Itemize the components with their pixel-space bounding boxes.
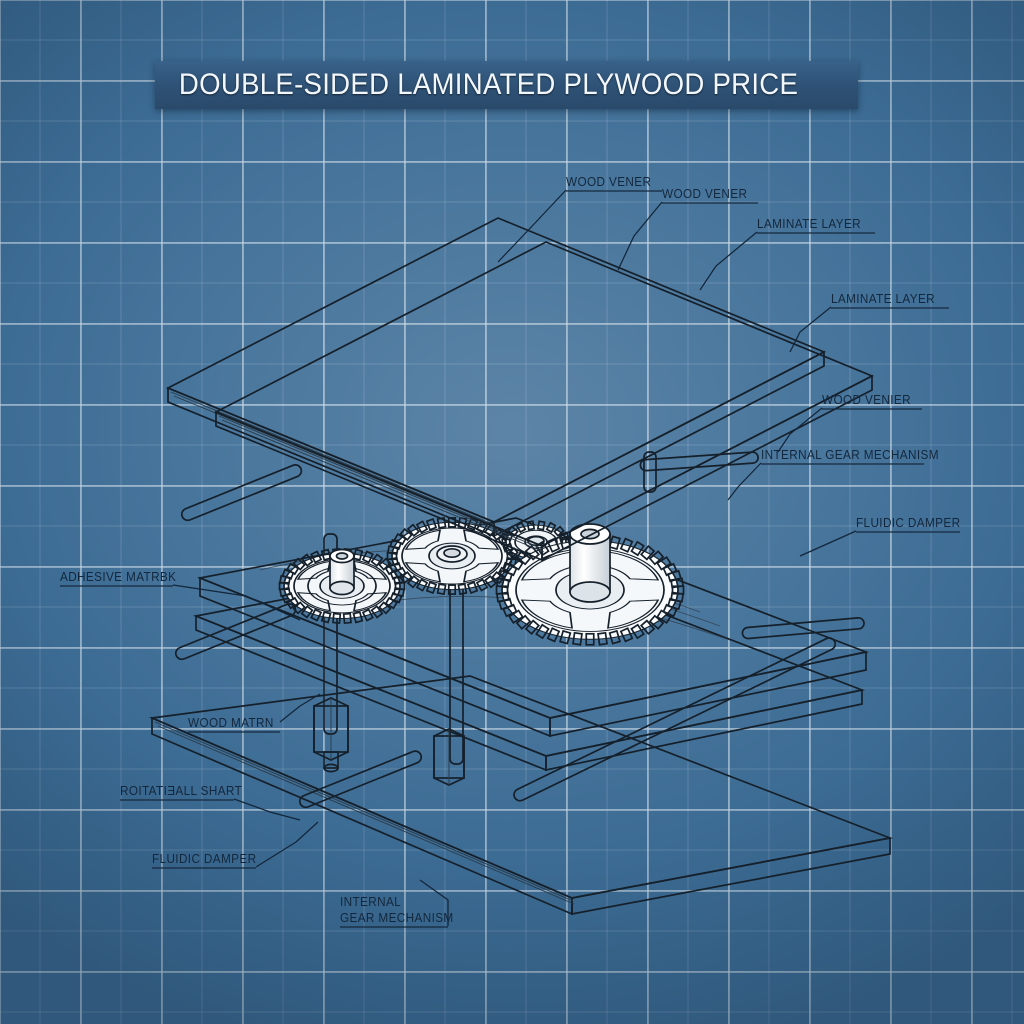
rod-mid-right — [741, 616, 865, 640]
callout-layer: WOOD VENER WOOD VENER LAMINATE LAYER LAMINA… — [60, 175, 960, 928]
rod-mid-left — [174, 603, 297, 661]
title-plate: DOUBLE-SIDED LAMINATED PLYWOOD PRICE — [155, 61, 858, 109]
rod-lower-right — [513, 637, 837, 802]
callout-label-wood-vener-1: WOOD VENER — [566, 175, 651, 189]
callout-label-internal-gear-bottom-1: INTERNAL — [340, 895, 401, 909]
callout-label-internal-gear-bottom-2: GEAR MECHANISM — [340, 911, 454, 925]
layer-top-laminate-plate — [213, 241, 875, 562]
callout-label-laminate-layer-1: LAMINATE LAYER — [757, 217, 861, 231]
layer-bottom-base-plate — [148, 675, 894, 916]
callout-label-wood-vener-2: WOOD VENER — [662, 187, 747, 201]
callout-label-wood-venier: WOOD VENIER — [822, 393, 911, 407]
callout-label-wood-matrn: WOOD MATRN — [188, 716, 274, 730]
callout-label-fluidic-damper-right: FLUIDIC DAMPER — [856, 516, 960, 530]
callout-label-laminate-layer-2: LAMINATE LAYER — [831, 292, 935, 306]
rod-upper-left — [180, 464, 303, 522]
rod-lower-left — [298, 750, 423, 809]
page-title: DOUBLE-SIDED LAMINATED PLYWOOD PRICE — [178, 68, 799, 101]
damper-right — [433, 728, 465, 786]
rod-upper-right — [639, 451, 759, 472]
callout-label-fluidic-damper-left: FLUIDIC DAMPER — [152, 852, 256, 866]
damper-left — [313, 697, 349, 773]
callout-label-adhesive-matrbk: ADHESIVE MATRBK — [60, 570, 176, 584]
gear-right — [495, 523, 685, 646]
gear-left — [278, 547, 406, 625]
callout-label-internal-gear-right: INTERNAL GEAR MECHANISM — [761, 448, 939, 462]
callout-label-rotational-shaft: ROITATIƎALL SHART — [120, 784, 242, 798]
rod-group — [174, 451, 865, 809]
